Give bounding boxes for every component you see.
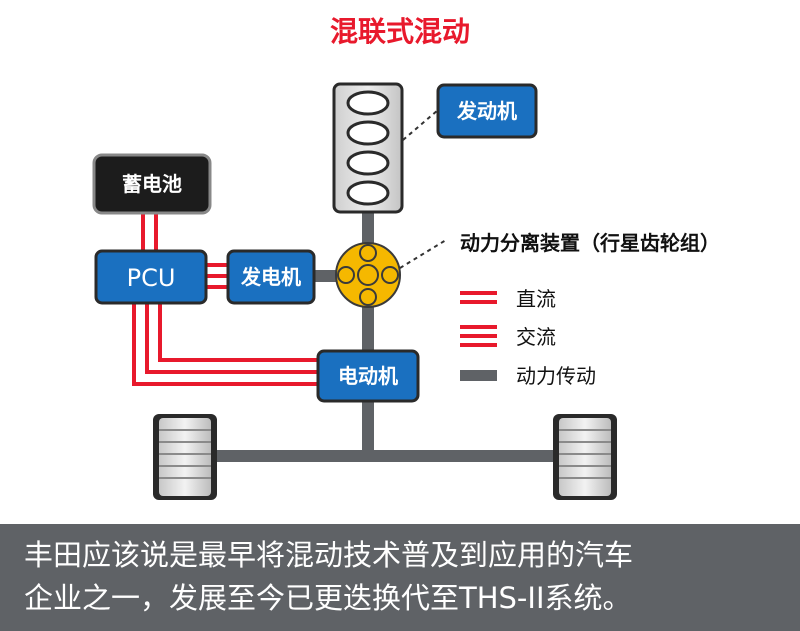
split-device-label: 动力分离装置（行星齿轮组） <box>460 231 720 255</box>
left-wheel <box>153 414 217 500</box>
caption-line-2: 企业之一，发展至今已更迭换代至THS-II系统。 <box>24 581 632 615</box>
caption-bar: 丰田应该说是最早将混动技术普及到应用的汽车 企业之一，发展至今已更迭换代至THS… <box>0 524 800 631</box>
engine-block <box>332 82 404 214</box>
battery-label: 蓄电池 <box>122 172 182 196</box>
generator-label: 发电机 <box>240 265 301 289</box>
legend-dc-swatch <box>460 291 497 304</box>
leader-lines <box>399 109 447 269</box>
diagram-title: 混联式混动 <box>329 15 470 48</box>
dc-wires <box>141 212 158 254</box>
engine-label-box: 发动机 <box>436 83 538 139</box>
axle-shaft <box>205 450 565 462</box>
legend: 直流 交流 动力传动 <box>460 287 596 388</box>
legend-ac-label: 交流 <box>516 325 556 349</box>
legend-transmission-label: 动力传动 <box>516 364 596 388</box>
engine-shaft <box>362 212 374 252</box>
legend-dc-label: 直流 <box>516 287 556 311</box>
engine-label: 发动机 <box>456 99 517 123</box>
generator-box: 发电机 <box>226 249 316 305</box>
motor-box: 电动机 <box>316 349 420 403</box>
battery-box: 蓄电池 <box>92 153 212 215</box>
right-wheel <box>553 414 617 500</box>
motor-label: 电动机 <box>338 364 398 388</box>
caption-line-1: 丰田应该说是最早将混动技术普及到应用的汽车 <box>24 538 634 572</box>
ac-wires-generator <box>204 263 230 289</box>
planetary-gear-icon <box>335 242 401 308</box>
power-transmission-shafts <box>205 212 565 462</box>
legend-ac-swatch <box>460 325 497 347</box>
legend-transmission-swatch <box>460 370 497 381</box>
pcu-box: PCU <box>94 249 208 305</box>
hybrid-system-diagram: 蓄电池 PCU 发电机 发动机 电动机 动力分离装置（行星齿轮组） 直流 交流 … <box>92 82 720 500</box>
pcu-label: PCU <box>127 264 176 292</box>
ac-wires-motor <box>132 300 320 386</box>
generator-shaft <box>312 270 338 282</box>
